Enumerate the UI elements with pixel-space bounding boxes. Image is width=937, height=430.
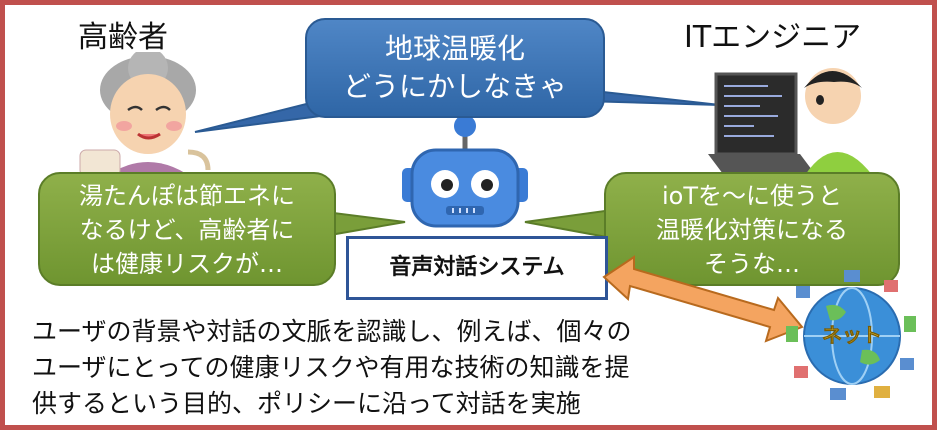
elderly-label: 高齢者 (78, 20, 168, 55)
left-bubble-line-1: 湯たんぽは節エネに (79, 182, 295, 210)
description-line-1: ユーザの背景や対話の文脈を認識し、例えば、個々の (32, 317, 632, 346)
description-line-2: ユーザにとっての健康リスクや有用な技術の知識を提 (32, 353, 630, 382)
elderly-risk-bubble: 湯たんぽは節エネに なるけど、高齢者に は健康リスクが… (38, 172, 336, 286)
double-arrow-shape (602, 255, 804, 343)
blue-bubble-line-2: どうにかしなきゃ (342, 70, 567, 103)
description-line-3: 供するという目的、ポリシーに沿って対話を実施 (32, 389, 581, 418)
globe-device-ring (786, 270, 916, 400)
right-bubble-line-1: ioTを～に使うと (661, 182, 842, 210)
robot-illustration (402, 115, 528, 228)
blue-bubble-line-1: 地球温暖化 (384, 32, 525, 65)
left-bubble-line-2: なるけど、高齢者に (79, 216, 295, 244)
network-label: ネット (822, 323, 882, 347)
right-bubble-line-2: 温暖化対策になる (656, 216, 848, 244)
left-bubble-line-3: は健康リスクが… (91, 250, 283, 278)
engineer-label: ITエンジニア (684, 20, 862, 55)
description-text: ユーザの背景や対話の文脈を認識し、例えば、個々の ユーザにとっての健康リスクや有… (32, 314, 632, 422)
iot-bubble: ioTを～に使うと 温暖化対策になる そうな… (604, 172, 900, 286)
voice-dialogue-system-box: 音声対話システム (346, 236, 608, 300)
right-bubble-line-3: そうな… (704, 250, 800, 278)
double-arrow (602, 255, 804, 343)
elderly-woman-illustration (79, 52, 211, 182)
right-bubble-tail (524, 208, 613, 240)
engineer-illustration (708, 68, 878, 183)
network-globe-icon: ネット (786, 270, 916, 400)
global-warming-bubble: 地球温暖化 どうにかしなきゃ (305, 18, 605, 118)
